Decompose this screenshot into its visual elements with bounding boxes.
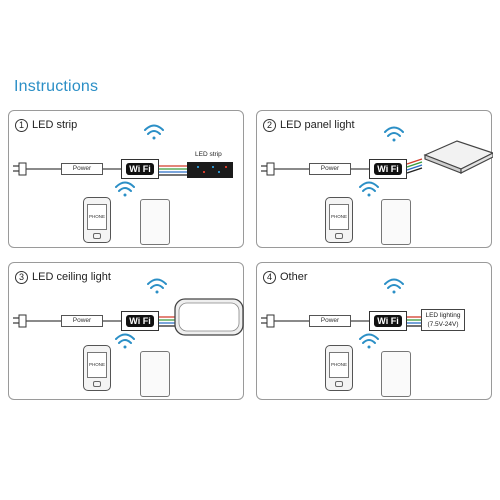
- phone-screen-label: PHONE: [329, 204, 349, 230]
- panel-title-text: LED strip: [32, 119, 78, 131]
- wifi-signal-icon: [147, 278, 167, 294]
- wifi-signal-icon: [384, 126, 404, 142]
- page-title: Instructions: [14, 78, 99, 95]
- wifi-controller: Wi Fi: [121, 159, 159, 179]
- panel-title: 2 LED panel light: [263, 119, 355, 132]
- plug-icon: [13, 162, 27, 176]
- panel-title-text: LED panel light: [280, 119, 355, 131]
- phone-screen-label: PHONE: [87, 352, 107, 378]
- step-number: 2: [263, 119, 276, 132]
- smartphone-icon: PHONE: [83, 197, 111, 243]
- home-button-icon: [335, 381, 343, 387]
- device-label: LED strip: [195, 151, 222, 158]
- remote-control-icon: [140, 351, 170, 397]
- plug-icon: [261, 314, 275, 328]
- led-lighting-box-icon: LED lighting (7.5V-24V): [421, 309, 465, 331]
- wiring-diagram: [13, 278, 244, 386]
- wifi-controller: Wi Fi: [121, 311, 159, 331]
- step-number: 3: [15, 271, 28, 284]
- remote-control-icon: [140, 199, 170, 245]
- wifi-controller: Wi Fi: [369, 311, 407, 331]
- device-voltage-label: (7.5V-24V): [427, 321, 459, 328]
- home-button-icon: [93, 381, 101, 387]
- wifi-logo: Wi Fi: [374, 163, 402, 175]
- wifi-logo: Wi Fi: [374, 315, 402, 327]
- remote-control-icon: [381, 351, 411, 397]
- wifi-signal-icon: [115, 181, 135, 197]
- panel-led-panel-light: 2 LED panel light: [256, 110, 493, 248]
- home-button-icon: [93, 233, 101, 239]
- panel-light-icon: [423, 140, 493, 174]
- wifi-signal-icon: [115, 333, 135, 349]
- smartphone-icon: PHONE: [325, 197, 353, 243]
- plug-icon: [261, 162, 275, 176]
- wifi-logo: Wi Fi: [126, 163, 154, 175]
- power-adapter: Power: [309, 315, 351, 327]
- panel-title-text: LED ceiling light: [32, 271, 111, 283]
- wifi-logo: Wi Fi: [126, 315, 154, 327]
- smartphone-icon: PHONE: [325, 345, 353, 391]
- power-adapter: Power: [61, 315, 103, 327]
- plug-icon: [13, 314, 27, 328]
- wifi-signal-icon: [144, 124, 164, 140]
- rgb-wires: [406, 158, 423, 174]
- wiring-diagram: [261, 126, 493, 234]
- led-strip-icon: [187, 162, 233, 178]
- panel-title: 4 Other: [263, 271, 308, 284]
- home-button-icon: [335, 233, 343, 239]
- rgb-wires: [159, 165, 187, 176]
- wiring-diagram: [261, 278, 421, 386]
- step-number: 1: [15, 119, 28, 132]
- wifi-controller: Wi Fi: [369, 159, 407, 179]
- step-number: 4: [263, 271, 276, 284]
- power-adapter: Power: [61, 163, 103, 175]
- wifi-signal-icon: [359, 181, 379, 197]
- ceiling-light-icon: [174, 298, 244, 336]
- panel-title: 3 LED ceiling light: [15, 271, 111, 284]
- wifi-signal-icon: [359, 333, 379, 349]
- rgb-wires: [159, 316, 177, 327]
- panel-title: 1 LED strip: [15, 119, 77, 132]
- panel-led-ceiling-light: 3 LED ceiling light: [8, 262, 244, 400]
- rgb-wires: [407, 316, 421, 327]
- wiring-diagram: [13, 124, 233, 234]
- phone-screen-label: PHONE: [87, 204, 107, 230]
- power-adapter: Power: [309, 163, 351, 175]
- wifi-signal-icon: [384, 278, 404, 294]
- remote-control-icon: [381, 199, 411, 245]
- panel-other: 4 Other: [256, 262, 492, 400]
- panel-title-text: Other: [280, 271, 308, 283]
- phone-screen-label: PHONE: [329, 352, 349, 378]
- smartphone-icon: PHONE: [83, 345, 111, 391]
- device-label: LED lighting: [425, 312, 461, 319]
